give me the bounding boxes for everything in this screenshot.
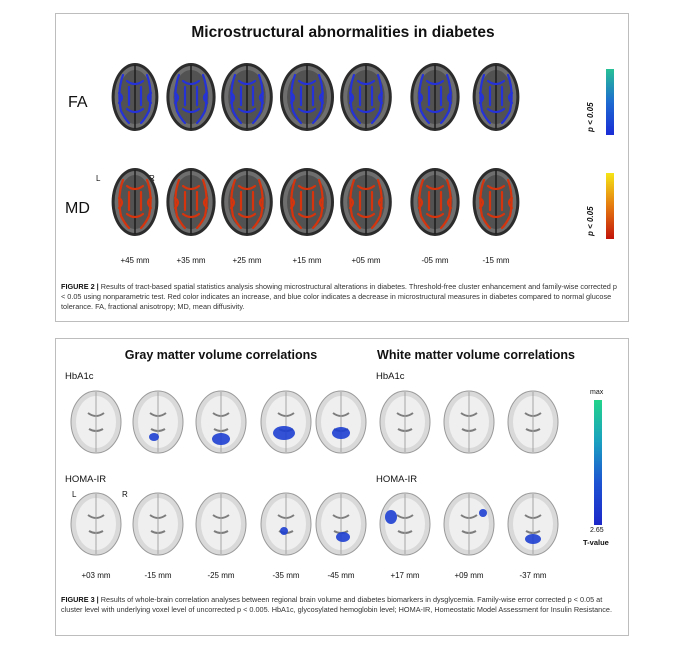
figure-2-panel: Microstructural abnormalities in diabete… — [55, 13, 629, 322]
figure-2-title: Microstructural abnormalities in diabete… — [191, 24, 495, 41]
fig3-gray-slice-label: -45 mm — [327, 571, 355, 580]
gray-hba1c-slice-3 — [195, 390, 247, 454]
gray-homa-slice-4 — [260, 492, 312, 556]
white-homa-slice-3-cluster — [525, 534, 541, 544]
md-brain-slice-1 — [111, 168, 159, 236]
fa-brain-slice-2-tracts — [173, 73, 209, 125]
gray-homa-slice-5 — [315, 492, 367, 556]
gray-matter-title: Gray matter volume correlations — [124, 348, 318, 362]
md-brain-slice-7-tracts — [478, 178, 514, 230]
fa-brain-slice-7-tracts — [478, 73, 514, 125]
fa-colorbar-label: p < 0.05 — [586, 102, 595, 132]
fig2-slice-label: -05 mm — [421, 256, 449, 265]
white-hba1c-slice-1 — [379, 390, 431, 454]
gray-hba1c-slice-4 — [260, 390, 312, 454]
fa-brain-slice-5 — [340, 63, 392, 131]
fig2-slice-label: +35 mm — [176, 256, 206, 265]
gray-hba1c-slice-2 — [132, 390, 184, 454]
gray-hba1c-slice-3-cluster — [212, 433, 230, 445]
md-brain-slice-4-tracts — [289, 178, 325, 230]
md-brain-slice-2-tracts — [173, 178, 209, 230]
md-brain-slice-3 — [221, 168, 273, 236]
white-homa-slice-3 — [507, 492, 559, 556]
figure-3-caption-label: FIGURE 3 | — [61, 595, 99, 604]
md-brain-slice-1-tracts — [117, 178, 153, 230]
md-brain-slice-5 — [340, 168, 392, 236]
orientation-left: L — [96, 174, 101, 183]
fa-brain-slice-3 — [221, 63, 273, 131]
fa-brain-slice-3-tracts — [229, 73, 265, 125]
row-label-fa: FA — [68, 94, 88, 111]
colorbar-title: T-value — [583, 538, 609, 547]
white-homa-slice-1 — [379, 492, 431, 556]
md-brain-slice-7 — [472, 168, 520, 236]
row-label-md: MD — [65, 200, 90, 217]
figure-3-panel: Gray matter volume correlations White ma… — [55, 338, 629, 636]
fig3-gray-slice-label: -15 mm — [144, 571, 172, 580]
gray-homa-slice-3 — [195, 492, 247, 556]
white-homa-slice-2-cluster — [479, 509, 487, 517]
row-label-hba1c-gray: HbA1c — [65, 371, 94, 382]
md-colorbar-label: p < 0.05 — [586, 206, 595, 236]
figure-2-caption-text: Results of tract-based spatial statistic… — [61, 282, 617, 311]
md-brain-slice-6-tracts — [417, 178, 453, 230]
colorbar-max-label: max — [590, 389, 604, 396]
fig3-white-slice-label: +17 mm — [390, 571, 420, 580]
gray-hba1c-slice-4-cluster — [273, 426, 295, 440]
figure-3-caption: FIGURE 3 | Results of whole-brain correl… — [61, 595, 623, 615]
fa-brain-slice-4 — [280, 63, 334, 131]
colorbar-min-label: 2.65 — [590, 527, 604, 534]
fa-brain-slice-1-tracts — [117, 73, 153, 125]
md-colorbar — [606, 173, 614, 239]
figure-2-caption: FIGURE 2 | Results of tract-based spatia… — [61, 282, 623, 312]
fa-brain-slice-4-tracts — [289, 73, 325, 125]
md-brain-slice-3-tracts — [229, 178, 265, 230]
white-homa-slice-1-cluster — [385, 510, 397, 524]
white-hba1c-slice-2 — [443, 390, 495, 454]
row-label-homa-white: HOMA-IR — [376, 474, 418, 485]
fig3-white-slice-label: -37 mm — [519, 571, 547, 580]
row-label-homa-gray: HOMA-IR — [65, 474, 107, 485]
fig2-slice-label: +15 mm — [292, 256, 322, 265]
white-matter-title: White matter volume correlations — [377, 348, 575, 362]
row-label-hba1c-white: HbA1c — [376, 371, 405, 382]
fa-colorbar — [606, 69, 614, 135]
md-brain-slice-4 — [280, 168, 334, 236]
white-homa-slice-2 — [443, 492, 495, 556]
gray-homa-slice-1 — [70, 492, 122, 556]
orientation-right-fig3: R — [122, 490, 128, 499]
white-hba1c-slice-3 — [507, 390, 559, 454]
figure-3-caption-text: Results of whole-brain correlation analy… — [61, 595, 612, 614]
gray-homa-slice-2 — [132, 492, 184, 556]
fa-brain-slice-7 — [472, 63, 520, 131]
fig3-white-slice-label: +09 mm — [454, 571, 484, 580]
fig2-slice-label: +25 mm — [232, 256, 262, 265]
figure-2-caption-label: FIGURE 2 | — [61, 282, 99, 291]
gray-hba1c-slice-5 — [315, 390, 367, 454]
md-brain-slice-5-tracts — [348, 178, 384, 230]
fig2-slice-label: +45 mm — [120, 256, 150, 265]
gray-homa-slice-5-cluster — [336, 532, 350, 542]
gray-hba1c-slice-1 — [70, 390, 122, 454]
fa-brain-slice-6-tracts — [417, 73, 453, 125]
gray-hba1c-slice-2-cluster — [149, 433, 159, 441]
fig3-gray-slice-label: -35 mm — [272, 571, 300, 580]
md-brain-slice-6 — [410, 168, 460, 236]
orientation-left-fig3: L — [72, 490, 77, 499]
fa-brain-slice-6 — [410, 63, 460, 131]
fig2-slice-label: +05 mm — [351, 256, 381, 265]
t-value-colorbar — [594, 400, 602, 525]
gray-hba1c-slice-5-cluster — [332, 427, 350, 439]
md-brain-slice-2 — [166, 168, 216, 236]
fa-brain-slice-1 — [111, 63, 159, 131]
gray-homa-slice-4-cluster — [280, 527, 288, 535]
fa-brain-slice-2 — [166, 63, 216, 131]
fig2-slice-label: -15 mm — [482, 256, 510, 265]
fa-brain-slice-5-tracts — [348, 73, 384, 125]
fig3-gray-slice-label: +03 mm — [81, 571, 111, 580]
fig3-gray-slice-label: -25 mm — [207, 571, 235, 580]
